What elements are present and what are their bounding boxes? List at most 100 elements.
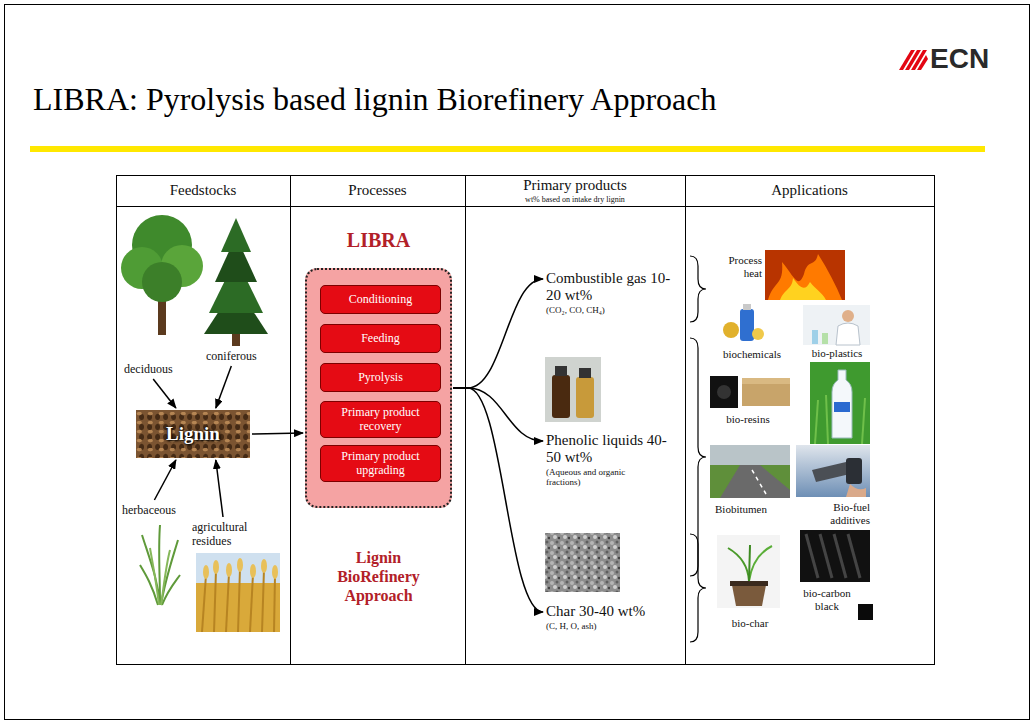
bio-char-plant-picture-part — [749, 545, 750, 581]
step-text: Primary product upgrading — [325, 450, 436, 476]
bio-plastics-picture-part — [822, 333, 828, 344]
herbaceous-grass-picture-part — [161, 550, 170, 605]
agricultural-residues-picture — [196, 553, 280, 632]
phenolic-liquid-bottles-picture — [545, 357, 601, 422]
biobitumen-road-picture-part — [752, 470, 766, 494]
flow-arrow — [216, 460, 223, 517]
phenolic-liquid-bottles-picture-part — [576, 377, 594, 418]
table-grid — [116, 175, 935, 665]
ecn-logo-icon — [899, 50, 928, 70]
process-heat-fire-picture — [765, 250, 845, 300]
phenolic-liquid-bottles-picture-part — [545, 357, 601, 422]
bio-plastics-picture-part — [836, 323, 860, 345]
column-subheader: wt% based on intake dry lignin — [465, 195, 685, 204]
feedstock-label: deciduous — [124, 362, 173, 376]
carbon-black-swatch-picture — [858, 604, 873, 620]
coniferous-tree-picture-part — [221, 218, 251, 252]
biochemicals-picture-part — [743, 304, 751, 310]
application-label: bio-resins — [712, 413, 784, 426]
herbaceous-grass-picture-part — [158, 525, 161, 605]
bio-char-plant-picture-part — [732, 585, 766, 606]
flow-arrow — [216, 366, 232, 408]
lignin-text: Lignin — [166, 423, 220, 445]
agricultural-residues-picture-part-part — [202, 575, 206, 632]
bio-plastics-picture-part — [812, 330, 818, 344]
application-label: biochemicals — [712, 348, 792, 361]
feedstock-label: coniferous — [206, 349, 257, 363]
process-step-box: Pyrolysis — [320, 363, 441, 392]
bio-carbon-black-tire-picture-part-part — [820, 534, 832, 578]
table-grid-part — [465, 175, 466, 664]
application-label: Biobitumen — [708, 503, 774, 516]
agricultural-residues-picture-part-part — [226, 563, 232, 577]
phenolic-liquid-bottles-picture-part — [552, 375, 570, 418]
product-name: Phenolic liquids 40-50 wt% — [546, 432, 671, 466]
bio-carbon-black-tire-picture-part-part — [806, 534, 818, 578]
bio-plastic-bottle-picture-part — [810, 362, 870, 444]
bio-resins-picture-part — [710, 376, 738, 408]
phenolic-liquid-bottles-picture-part — [579, 368, 591, 378]
bio-fuel-pump-picture — [796, 445, 870, 497]
application-label: bio-char — [718, 617, 782, 630]
process-step-box: Primary product recovery — [320, 401, 441, 438]
agricultural-residues-picture-part-part — [214, 570, 216, 632]
char-picture — [545, 533, 620, 592]
group-footer: Lignin BioRefinery Approach — [323, 548, 435, 605]
bio-char-plant-picture-part — [749, 546, 772, 581]
bio-carbon-black-tire-picture-part-part — [834, 534, 846, 578]
agricultural-residues-picture-part-part — [237, 558, 243, 572]
bio-plastics-picture — [803, 305, 870, 345]
column-header: Feedstocks — [116, 182, 290, 199]
application-label: bio-carbon black — [799, 587, 855, 613]
biobitumen-road-picture-part — [710, 445, 790, 498]
bio-plastic-bottle-picture-part-part — [815, 400, 818, 444]
product-node: Char 30-40 wt%(C, H, O, ash) — [546, 603, 676, 631]
deciduous-tree-picture — [121, 215, 203, 335]
agricultural-residues-picture-part-part — [272, 565, 278, 579]
application-label: Process heat — [710, 254, 762, 280]
table-grid-part — [117, 176, 935, 665]
herbaceous-grass-picture-part — [161, 540, 178, 605]
product-name: Combustible gas 10-20 wt% — [546, 270, 671, 304]
application-label: bio-plastics — [803, 347, 871, 360]
bio-carbon-black-tire-picture — [800, 530, 870, 582]
product-composition: (C, H, O, ash) — [546, 621, 631, 631]
feedstock-label: herbaceous — [122, 503, 176, 517]
process-group-box: LIBRALignin BioRefinery ApproachConditio… — [305, 268, 452, 508]
product-composition: (CO₂, CO, CH₄) — [546, 305, 631, 315]
agricultural-residues-picture-part-part — [203, 565, 209, 579]
biobitumen-road-picture — [710, 445, 790, 498]
feedstock-node: coniferous — [206, 349, 257, 363]
bio-carbon-black-tire-picture-part-part — [848, 534, 860, 578]
bio-plastics-picture-part — [803, 305, 870, 345]
bio-fuel-pump-picture-part — [846, 458, 862, 484]
table-grid-part — [116, 206, 934, 207]
agricultural-residues-picture-part — [202, 568, 275, 632]
flow-arrow — [453, 388, 543, 441]
bio-plastics-picture-part — [842, 310, 854, 322]
column-header: Applications — [685, 182, 934, 199]
product-node: Phenolic liquids 40-50 wt%(Aqueous and o… — [546, 432, 676, 487]
process-heat-fire-picture-part — [768, 254, 842, 300]
deciduous-tree-picture-part — [142, 262, 182, 302]
biochemicals-picture-part — [723, 322, 739, 338]
agricultural-residues-picture-part-part — [250, 574, 253, 632]
flow-arrow — [453, 388, 543, 612]
bio-plastic-bottle-picture-part — [834, 402, 850, 412]
phenolic-liquid-bottles-picture-part — [555, 366, 567, 376]
application-braces-part — [690, 534, 706, 642]
process-step-box: Conditioning — [320, 285, 441, 314]
bio-plastic-bottle-picture-part-part — [826, 395, 828, 444]
bio-plastic-bottle-picture-part — [832, 370, 852, 438]
step-text: Conditioning — [349, 293, 412, 306]
agricultural-residues-picture-part-part — [262, 569, 264, 632]
feedstock-node: herbaceous — [122, 503, 176, 517]
application-braces-part — [690, 256, 706, 322]
table-grid-part — [685, 175, 686, 664]
agricultural-residues-picture-part-part — [250, 564, 256, 578]
herbaceous-grass-picture-part — [142, 535, 160, 605]
column-header: Primary products — [465, 177, 685, 194]
flow-arrow — [453, 279, 543, 388]
product-node: Combustible gas 10-20 wt%(CO₂, CO, CH₄) — [546, 270, 676, 315]
